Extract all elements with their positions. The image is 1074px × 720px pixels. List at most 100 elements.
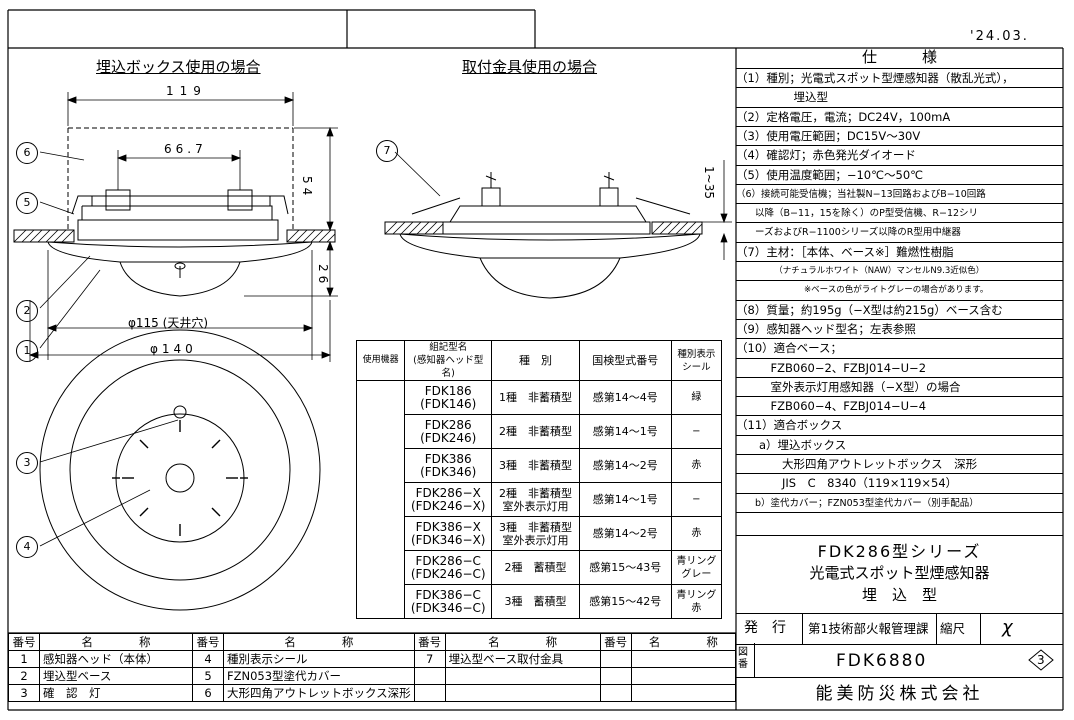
spec-line: 大形四角アウトレットボックス 深形 [736,454,1063,473]
spec-line: （11）適合ボックス [736,415,1063,434]
title-block: 発 行 第1技術部火報管理課 縮尺 χ 図番 FDK6880 3 能美防災株式会… [736,613,1063,710]
spec-line: （1）種別；光電式スポット型煙感知器（散乱光式）， [736,68,1063,87]
spec-line: a）埋込ボックス [736,434,1063,454]
header-seal: 種別表示 シール [670,340,723,381]
drawing-divider [754,643,755,677]
model-cell: FDK286 (FDK246) [404,414,493,449]
dim-119: 119 [166,84,207,98]
type-cell: 2種 非蓄積型 室外表示灯用 [491,482,580,517]
drawing-label: 図番 [738,647,748,670]
parts-header-name-4: 名 称 [630,633,737,651]
spec-line: （4）確認灯；赤色発光ダイオード [736,145,1063,164]
drawing-number: FDK6880 [836,651,928,671]
table-row: FDK386−X (FDK346−X)3種 非蓄積型 室外表示灯用感第14〜2号… [357,516,723,551]
model-cell: FDK386 (FDK346) [404,448,493,483]
spec-panel: 仕 様 （1）種別；光電式スポット型煙感知器（散乱光式）， 埋込型（2）定格電圧… [736,48,1063,535]
header-device: 使用機器 [355,340,406,381]
dim-115: φ115 (天井穴) [128,316,208,330]
type-cell: 2種 蓄積型 [491,550,580,585]
parts-header-no-4: 番号 [599,633,632,651]
spec-line: （10）適合ベース； [736,338,1063,357]
part-name [630,684,737,702]
device-cell [355,380,406,619]
scale-value: χ [1002,617,1013,638]
spec-line: ーズおよびR−1100シリーズ以降のR型用中継器 [736,222,1063,241]
issue-row: 発 行 第1技術部火報管理課 縮尺 χ [736,613,1063,645]
dim-1-35: 1~35 [702,166,716,199]
spec-line: 埋込型 [736,87,1063,106]
cert-cell: 感第14〜1号 [578,414,672,449]
spec-line: （ナチュラルホワイト（NAW）マンセルN9.3近似色） [736,261,1063,280]
seal-cell: − [670,482,723,517]
type-cell: 3種 非蓄積型 室外表示灯用 [491,516,580,551]
spec-heading: 仕 様 [861,48,937,66]
part-name [630,667,737,685]
callout-1: 1 [16,340,38,362]
type-cell: 3種 非蓄積型 [491,448,580,483]
seal-cell: 青リング 赤 [670,584,723,619]
cert-cell: 感第15〜43号 [578,550,672,585]
cert-cell: 感第14〜2号 [578,516,672,551]
table-row: FDK386 (FDK346)3種 非蓄積型感第14〜2号赤 [357,448,723,483]
issue-divider [802,614,803,644]
scale-label: 縮尺 [940,621,966,636]
part-name: FZN053型塗代カバー [223,667,415,685]
spec-line: （7）主材：［本体、ベース※］難燃性樹脂 [736,241,1063,261]
seal-cell: 赤 [670,448,723,483]
callout-5-label: 5 [23,196,31,209]
part-number: 5 [192,667,224,685]
callout-6: 6 [16,142,38,164]
dim-26: 26 [316,264,330,288]
company-name: 能美防災株式会社 [815,684,984,704]
parts-header-name-3: 名 称 [444,633,601,651]
type-cell: 3種 蓄積型 [491,584,580,619]
model-cell: FDK186 (FDK146) [404,380,493,415]
parts-header-no-2: 番号 [192,633,224,651]
model-table-header: 使用機器 組記型名 (感知器ヘッド型名) 種 別 国検型式番号 種別表示 シール [355,340,723,381]
cert-cell: 感第15〜42号 [578,584,672,619]
callout-7-label: 7 [383,144,391,157]
table-row: FDK386−C (FDK346−C)3種 蓄積型感第15〜42号青リング 赤 [357,584,723,619]
right-view-title: 取付金具使用の場合 [462,58,598,76]
part-number: 1 [8,650,40,668]
scale-divider [936,614,937,644]
part-number [599,667,632,685]
series-block: FDK286型シリーズ 光電式スポット型煙感知器 埋 込 型 [736,535,1063,614]
model-cell: FDK386−C (FDK346−C) [404,584,493,619]
part-number: 6 [192,684,224,702]
part-number [599,684,632,702]
revision-label: 3 [1037,653,1045,667]
part-number: 4 [192,650,224,668]
seal-cell: 青リング グレー [670,550,723,585]
part-name [444,667,601,685]
part-number [413,684,446,702]
part-number: 7 [413,650,446,668]
cert-cell: 感第14〜2号 [578,448,672,483]
table-row: FDK186 (FDK146)1種 非蓄積型感第14〜4号緑 [355,380,723,619]
callout-2: 2 [16,300,38,322]
dim-140: φ140 [150,342,197,356]
seal-cell: − [670,414,723,449]
spec-line: （2）定格電圧，電流；DC24V，100mA [736,106,1063,126]
callout-4: 4 [16,536,38,558]
series-line-1: FDK286型シリーズ [817,542,982,561]
part-name: 種別表示シール [223,650,415,668]
spec-line: 以降（B−11，15を除く）のP型受信機、R−12シリ [736,203,1063,222]
revision-icon [1028,649,1054,671]
dim-54: 54 [300,176,314,200]
spec-line: （5）使用温度範囲；−10℃〜50℃ [736,164,1063,184]
spec-line: （8）質量；約195g（−X型は約215g）ベース含む [736,299,1063,319]
model-cell: FDK286−X (FDK246−X) [404,482,493,517]
issue-dept: 第1技術部火報管理課 [808,621,929,636]
parts-header-name-1: 名 称 [39,633,193,651]
parts-header-no-3: 番号 [413,633,446,651]
drawing-row: 図番 FDK6880 3 [736,643,1063,678]
header-cert: 国検型式番号 [578,340,672,381]
seal-cell: 緑 [670,380,723,415]
model-cell: FDK286−C (FDK246−C) [404,550,493,585]
model-cell: FDK386−X (FDK346−X) [404,516,493,551]
